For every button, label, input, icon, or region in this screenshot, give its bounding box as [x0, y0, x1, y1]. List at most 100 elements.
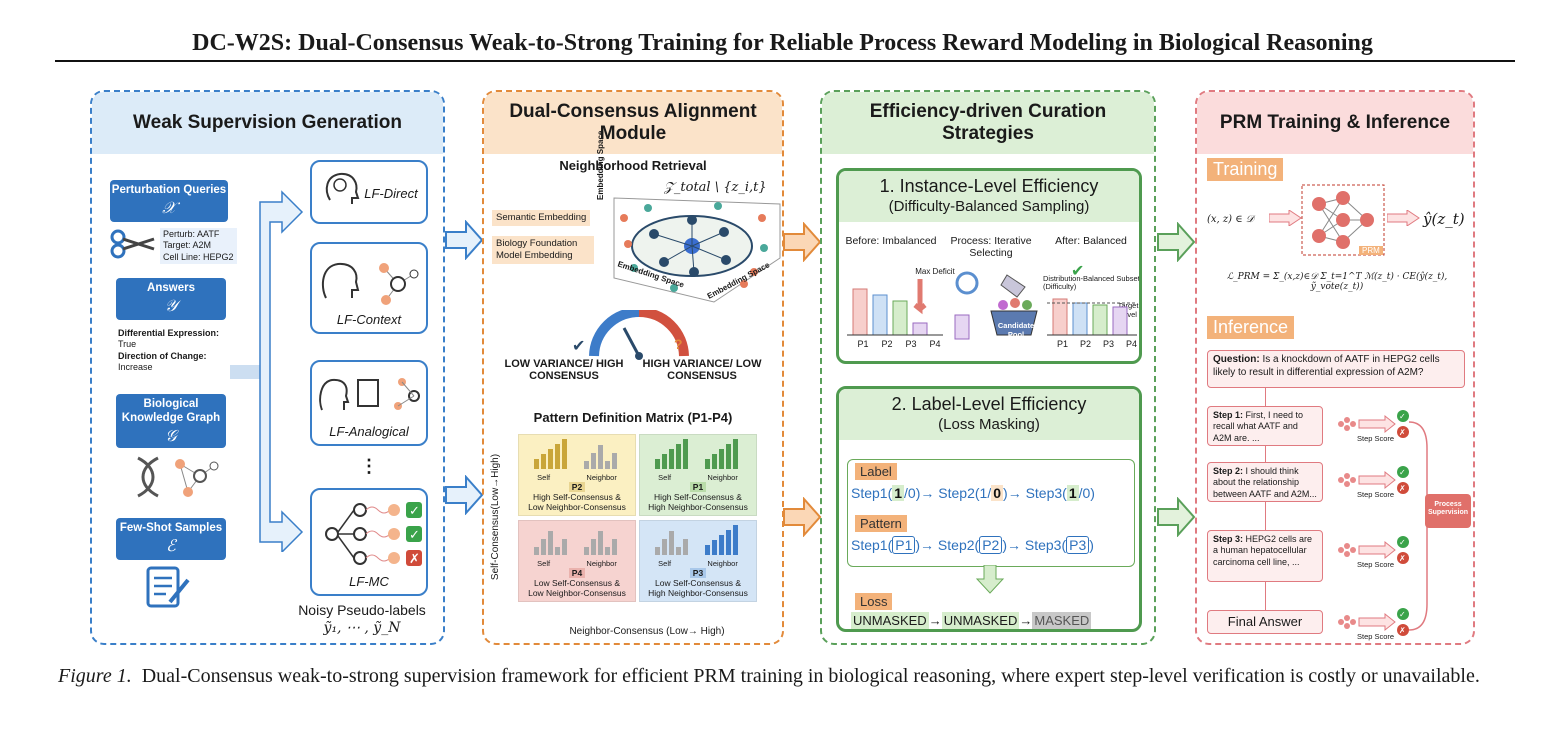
arrow-right-icon [783, 497, 822, 537]
arrow-right-icon [1387, 210, 1420, 226]
cell-line: Low Neighbor-Consensus [528, 588, 626, 598]
y-axis-label: Self-Consensus(Low→High) [490, 453, 501, 581]
consensus-gauge [589, 310, 689, 360]
consensus-bar [555, 444, 560, 469]
consensus-bar [562, 439, 567, 469]
figure-caption: Figure 1. Dual-Consensus weak-to-strong … [58, 663, 1518, 689]
consensus-bars [534, 531, 617, 555]
training-input: (x, z) ∈ 𝒟 [1207, 214, 1254, 225]
loss-tag-text: Loss [855, 593, 893, 610]
seq-highlight: 1 [892, 485, 905, 501]
caption-text: Dual-Consensus weak-to-strong supervisio… [141, 665, 1480, 687]
training-tag: Training [1207, 158, 1284, 181]
consensus-bar [591, 453, 596, 469]
consensus-bar [562, 539, 567, 555]
seq-arrow: → [1019, 613, 1033, 628]
step-score-graphics: ✓ ✗ ✓ ✗ ✓ ✗ ✓ ✗ [1338, 410, 1409, 636]
loss-unmasked: UNMASKED [851, 612, 929, 629]
step-box: Step 3: HEPG2 cells are a human hepatoce… [1207, 530, 1323, 582]
prm-tag: PRM [1359, 246, 1383, 255]
consensus-bar [683, 439, 688, 469]
panel-dual-consensus: Dual-Consensus Alignment Module Neighbor… [482, 90, 784, 645]
knowledge-graph-box: Biological Knowledge Graph 𝒢 [116, 394, 226, 448]
box-label: Few-Shot Samples [119, 522, 223, 534]
consensus-bar [733, 439, 738, 469]
p-label: P4 [1125, 339, 1137, 349]
cell-line: High Neighbor-Consensus [648, 588, 748, 598]
neighbor-label: Neighbor [586, 473, 617, 482]
neighbor-label: Neighbor [707, 473, 738, 482]
self-label: Self [537, 473, 551, 482]
brain-head-icon [325, 172, 360, 204]
label-tag: Label [855, 463, 897, 481]
seq-part: Step1( [851, 537, 893, 553]
loss-tag: Loss [855, 593, 893, 611]
lf-label: LF-Direct [364, 186, 418, 201]
seq-part: ) [1003, 485, 1008, 501]
panel-weak-supervision: Weak Supervision Generation Perturbation… [90, 90, 445, 645]
arrow-right-icon [445, 475, 484, 515]
consensus-bars [534, 439, 617, 469]
low-variance-label: LOW VARIANCE/ HIGH CONSENSUS [504, 358, 624, 382]
consensus-bar [733, 525, 738, 555]
seq-part: /0) [904, 485, 921, 501]
answer-key: Differential Expression: [118, 328, 220, 338]
consensus-bar [662, 454, 667, 469]
semantic-embedding-tag: Semantic Embedding [492, 210, 591, 226]
seq-part: )→ Step2( [915, 537, 980, 553]
p-label: P4 [929, 339, 941, 349]
seq-highlight: 1 [1066, 485, 1079, 501]
pattern-tag: Pattern [855, 515, 907, 533]
step-score-label: Step Score [1357, 434, 1395, 443]
box-label: Answers [147, 282, 195, 294]
noisy-label: Noisy Pseudo-labels [298, 602, 426, 618]
before-label: Before: Imbalanced [845, 235, 937, 247]
lf-label: LF-MC [349, 574, 389, 589]
step-score-label: Step Score [1357, 560, 1395, 569]
consensus-bar [612, 453, 617, 469]
loss-masked: MASKED [1032, 612, 1092, 629]
pattern-tag: P4 [568, 568, 586, 578]
matrix-title: Pattern Definition Matrix (P1-P4) [533, 410, 733, 425]
answer-value: True [118, 339, 137, 350]
box-symbol: 𝒳 [162, 197, 176, 217]
box-header: 2. Label-Level Efficiency (Loss Masking) [839, 389, 1139, 441]
question-label: Question: [1213, 354, 1260, 365]
pattern-tag: P1 [689, 482, 707, 492]
label-sequence: Step1(1/0)→ Step2(1/0)→ Step3(1/0) [851, 485, 1095, 501]
question-icon: ? [674, 336, 683, 352]
dist-subset-label: Distribution-Balanced Subset (Difficulty… [1043, 274, 1140, 292]
box-symbol: ℰ [166, 535, 176, 555]
consensus-bar [598, 531, 603, 555]
cell-line: Low Neighbor-Consensus [528, 502, 626, 512]
seq-part: ) [1089, 537, 1094, 553]
detail-line: Cell Line: HEPG2 [163, 251, 234, 262]
consensus-bar [534, 547, 539, 555]
box-symbol: 𝒢 [165, 425, 177, 445]
bio-embedding-tag: Biology Foundation Model Embedding [492, 236, 594, 264]
inference-tag: Inference [1207, 316, 1295, 339]
p-label: P3 [1102, 339, 1114, 349]
consensus-bar [669, 531, 674, 555]
step-label: Step 2: [1213, 466, 1244, 476]
brain-graph-icon [321, 262, 419, 305]
svg-text:✓: ✓ [1399, 610, 1406, 619]
seq-part: → Step3( [1007, 485, 1067, 501]
consensus-bar [584, 547, 589, 555]
box-title: 2. Label-Level Efficiency [891, 394, 1087, 414]
p-label: P1 [1056, 339, 1068, 349]
panel-header: Efficiency-driven Curation Strategies [822, 92, 1154, 154]
arrow-right-icon [1157, 497, 1196, 537]
consensus-bar [548, 531, 553, 555]
loss-formula: ℒ_PRM = Σ_(x,z)∈𝒟 Σ_t=1^T ℳ(z_t) · CE(ŷ(… [1226, 272, 1448, 292]
cell-line: Low Self-Consensus & [534, 578, 620, 588]
candidate-pool-icon [954, 271, 1038, 340]
consensus-bar [548, 449, 553, 469]
after-label: After: Balanced [1055, 235, 1127, 247]
svg-text:✗: ✗ [409, 552, 420, 567]
consensus-bar [655, 459, 660, 469]
consensus-bar [676, 444, 681, 469]
